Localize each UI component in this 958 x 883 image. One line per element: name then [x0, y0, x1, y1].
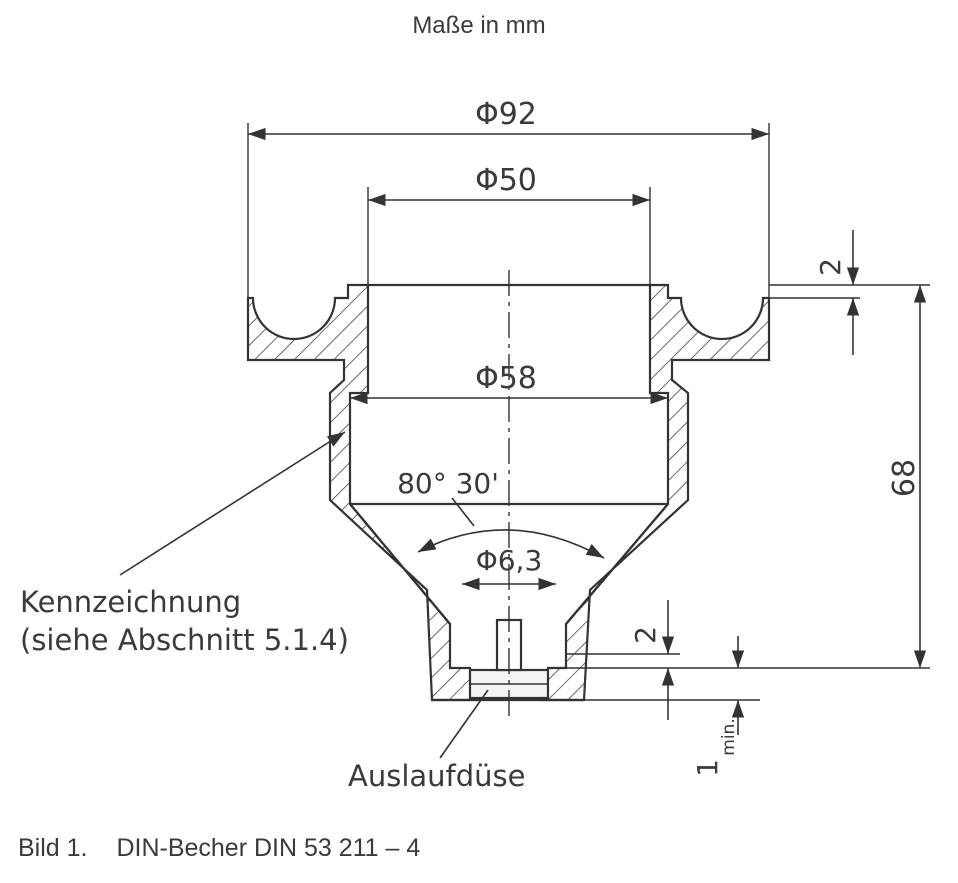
dim-min-1-label: 1 [691, 759, 724, 777]
nozzle-label: Auslaufdüse [348, 759, 525, 793]
dim-92-label: Φ92 [475, 97, 537, 132]
dim-nozzle-2-label: 2 [629, 626, 662, 644]
units-note: Maße in mm [412, 12, 546, 39]
dim-58-label: Φ58 [475, 361, 537, 396]
dim-6-3-label: Φ6,3 [476, 544, 543, 577]
figure-title: DIN-Becher DIN 53 211 – 4 [116, 834, 421, 862]
marking-label-line1: Kennzeichnung [20, 585, 241, 619]
marking-leader [119, 431, 346, 576]
angle-arc [417, 529, 605, 559]
figure-caption: Bild 1. DIN-Becher DIN 53 211 – 4 [18, 834, 420, 863]
dim-min-suffix: min. [719, 718, 739, 755]
dim-rim-2-label: 2 [814, 258, 847, 276]
nozzle-leader [439, 689, 489, 759]
dim-68-label: 68 [887, 459, 922, 497]
marking-label-line2: (siehe Abschnitt 5.1.4) [20, 623, 349, 657]
angle-label: 80° 30' [397, 467, 499, 500]
dim-50-label: Φ50 [475, 163, 537, 198]
figure-number: Bild 1. [18, 834, 88, 862]
